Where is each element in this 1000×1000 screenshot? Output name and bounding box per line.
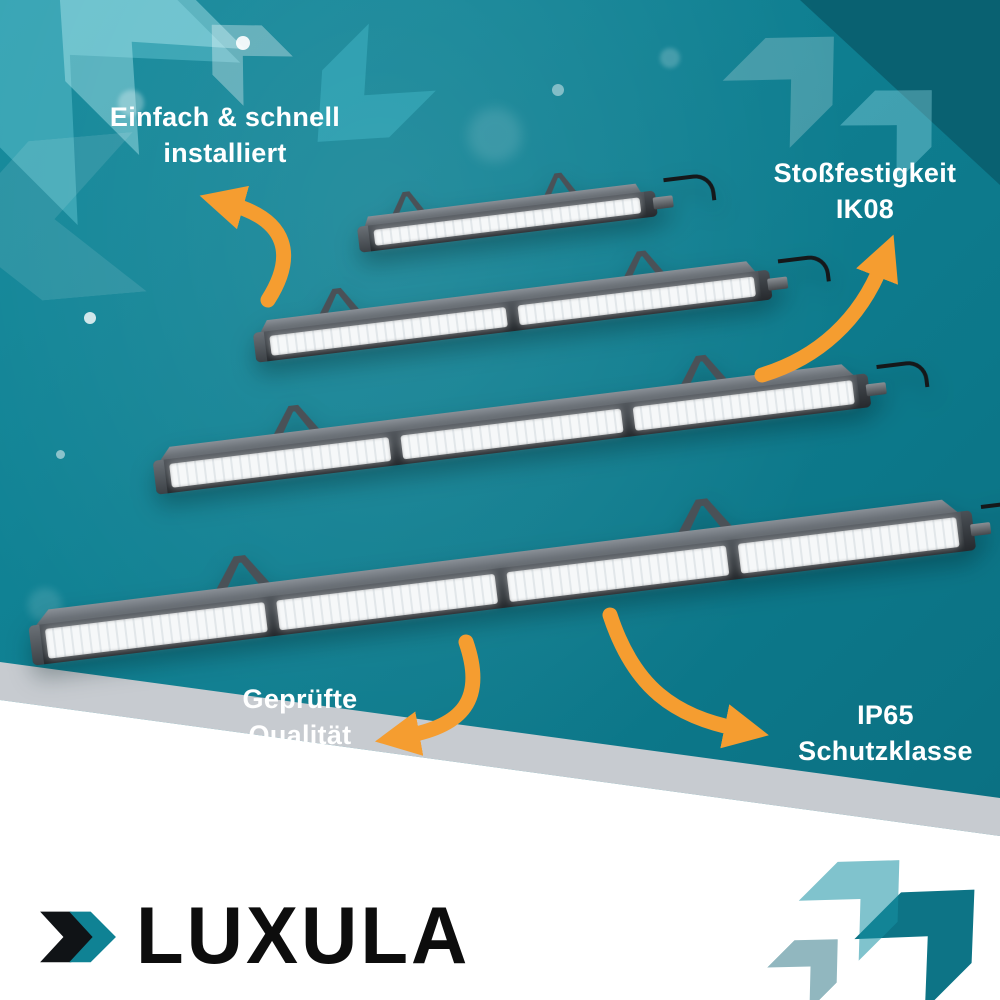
power-cable xyxy=(777,253,831,288)
callout-line: Stoßfestigkeit xyxy=(773,158,957,188)
bokeh-dot xyxy=(552,84,564,96)
power-cable xyxy=(663,172,717,207)
bokeh-dot xyxy=(236,36,250,50)
curved-arrow-icon xyxy=(602,607,769,749)
callout-line: Geprüfte xyxy=(242,684,358,714)
callout-line: Schutzklasse xyxy=(798,735,973,766)
callout-line: installiert xyxy=(163,137,287,168)
callout-line: Qualität xyxy=(248,719,352,750)
brand-name: LUXULA xyxy=(136,889,471,981)
bokeh-dot xyxy=(56,450,65,459)
callout-line: Einfach & schnell xyxy=(109,102,341,132)
bokeh-dot xyxy=(660,48,680,68)
callout-easy-install: Einfach & schnell installiert xyxy=(80,100,370,171)
led-fixture-2 xyxy=(248,227,831,363)
fixture-housing xyxy=(28,510,977,666)
brand-logo-mark-icon xyxy=(40,911,116,963)
decor-chevron-icon xyxy=(187,0,293,106)
callout-line: IK08 xyxy=(835,193,895,224)
power-cable xyxy=(876,358,930,393)
fixture-housing xyxy=(152,373,872,495)
callout-tested-quality: Geprüfte Qualität xyxy=(185,682,415,753)
callout-ip65-protection: IP65 Schutzklasse xyxy=(768,698,1000,769)
bokeh-dot xyxy=(84,312,96,324)
callout-impact-resistance: Stoßfestigkeit IK08 xyxy=(740,156,990,227)
bokeh-dot xyxy=(468,108,522,162)
power-cable xyxy=(980,498,1000,533)
curved-arrow-icon xyxy=(199,185,292,308)
decor-chevron-icon xyxy=(723,3,868,148)
led-fixture-4 xyxy=(23,465,1000,666)
led-fixture-1 xyxy=(352,150,717,253)
brand-logo: LUXULA xyxy=(38,889,471,981)
callout-line: IP65 xyxy=(857,700,914,730)
